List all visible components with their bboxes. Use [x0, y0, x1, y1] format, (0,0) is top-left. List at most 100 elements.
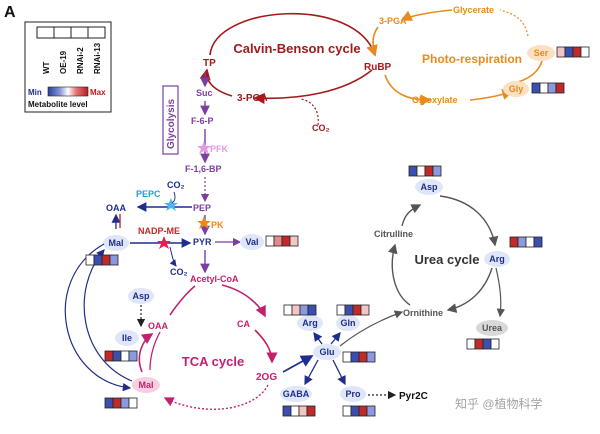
enzyme-pepc: PEPC: [136, 189, 161, 199]
node-urea: [476, 320, 508, 336]
heatmap-cell: [350, 405, 360, 417]
metabolite-oaa: OAA: [106, 203, 127, 213]
heatmap-cell: [358, 351, 368, 363]
pfk-star-icon: [197, 141, 211, 154]
heatmap-cell: [336, 304, 346, 316]
metabolite-citrulline: Citrulline: [374, 229, 413, 239]
heatmap-mal-tca: [104, 397, 138, 409]
node-mal-tca: [132, 377, 160, 393]
node-arg-glu: [297, 315, 323, 331]
heatmap-cell: [281, 235, 291, 247]
heatmap-cell: [298, 405, 308, 417]
heatmap-cell: [109, 254, 119, 266]
nadp-me-star-icon: [157, 236, 171, 249]
heatmap-cell: [104, 350, 114, 362]
photorespiration-label: Photo-respiration: [422, 52, 522, 66]
heatmap-gaba: [282, 405, 316, 417]
heatmap-cell: [306, 405, 316, 417]
heatmap-cell: [360, 304, 370, 316]
metabolite-glu: Glu: [320, 347, 335, 357]
metabolite-mal: Mal: [108, 238, 123, 248]
metabolite-acetyl-coa: Acetyl-CoA: [190, 274, 239, 284]
node-mal: [103, 235, 129, 251]
urea-cycle: Urea cycle Asp Citrulline Arg Ornithine …: [374, 179, 510, 336]
metabolite-3pga-calvin: 3-PGA: [237, 93, 268, 104]
legend-col-oe19: OE-19: [59, 50, 68, 74]
heatmap-urea: [466, 338, 500, 350]
pepc-star-icon: [164, 198, 178, 211]
heatmap-cell: [350, 351, 360, 363]
heatmap-cell: [533, 236, 543, 248]
node-gln: [336, 315, 360, 331]
metabolite-glyoxylate: Glyoxylate: [412, 95, 458, 105]
node-gaba: [280, 386, 312, 402]
c4-shuttle: PEPC CO₂ OAA Mal NADP-ME CO₂: [64, 180, 192, 392]
metabolite-ser: Ser: [534, 48, 549, 58]
metabolite-co2-calvin: CO₂: [312, 123, 330, 133]
heatmap-glu: [342, 351, 376, 363]
enzyme-pk: PK: [211, 220, 224, 230]
heatmap-gly: [531, 82, 565, 94]
node-asp-urea: [415, 179, 443, 195]
node-val: [240, 234, 264, 250]
calvin-cycle: Calvin-Benson cycle TP RuBP 3-PGA CO₂: [199, 12, 392, 133]
heatmap-cell: [93, 254, 103, 266]
heatmap-cell: [572, 46, 582, 58]
heatmap-cell: [564, 46, 574, 58]
heatmap-cell: [509, 236, 519, 248]
legend-grid: [36, 26, 106, 39]
metabolite-f16bp: F-1,6-BP: [185, 164, 222, 174]
heatmap-ile: [104, 350, 138, 362]
glycolysis: Glycolysis Suc F-6-P PFK F-1,6-BP PEP PK…: [162, 72, 264, 284]
heatmap-cell: [408, 165, 418, 177]
metabolite-rubp: RuBP: [364, 62, 392, 73]
heatmap-cell: [580, 46, 590, 58]
node-asp-tca: [128, 288, 154, 304]
heatmap-cell: [273, 235, 283, 247]
heatmap-cell: [517, 236, 527, 248]
metabolite-glycerate: Glycerate: [453, 5, 494, 15]
pk-star-icon: [197, 216, 211, 229]
metabolite-3pga-photo: 3-PGA: [379, 16, 407, 26]
metabolite-arg-urea: Arg: [489, 254, 505, 264]
heatmap-cell: [358, 405, 368, 417]
metabolite-suc: Suc: [196, 88, 213, 98]
node-arg-urea: [484, 251, 510, 267]
metabolite-urea: Urea: [482, 323, 503, 333]
tca-cycle-label: TCA cycle: [182, 354, 244, 369]
metabolite-mal-tca: Mal: [138, 380, 153, 390]
heatmap-cell: [290, 405, 300, 417]
legend-title: Metabolite level: [28, 100, 88, 109]
heatmap-cell: [344, 304, 354, 316]
heatmap-cell: [101, 254, 111, 266]
heatmap-cell: [291, 304, 301, 316]
enzyme-nadp-me: NADP-ME: [138, 226, 180, 236]
metabolite-pyr2c: Pyr2C: [399, 391, 428, 402]
node-gly: [503, 81, 529, 97]
heatmap-cell: [547, 82, 557, 94]
legend-min: Min: [28, 88, 42, 97]
tca-cycle: TCA cycle CA 2OG OAA Mal Asp Ile: [115, 284, 278, 410]
heatmap-cell: [531, 82, 541, 94]
legend-gradient: [47, 86, 89, 97]
heatmap-cell: [282, 405, 292, 417]
metabolite-arg-glu: Arg: [302, 318, 318, 328]
heatmap-cell: [366, 351, 376, 363]
heatmap-arg-urea: [509, 236, 543, 248]
metabolite-f6p: F-6-P: [191, 116, 214, 126]
panel-label: A: [4, 4, 16, 21]
legend: WT OE-19 RNAi-2 RNAi-13 Min Max Metaboli…: [24, 21, 112, 113]
heatmap-cell: [120, 350, 130, 362]
heatmap-mal: [85, 254, 119, 266]
heatmap-cell: [352, 304, 362, 316]
photorespiration: Photo-respiration 3-PGA Glycerate Ser Gl…: [366, 5, 555, 106]
heatmap-cell: [112, 397, 122, 409]
glycolysis-label: Glycolysis: [166, 99, 177, 149]
metabolite-pep: PEP: [193, 203, 211, 213]
heatmap-cell: [432, 165, 442, 177]
metabolite-val: Val: [245, 237, 258, 247]
heatmap-cell: [555, 82, 565, 94]
metabolite-pro: Pro: [345, 389, 361, 399]
legend-col-rnai2: RNAi-2: [76, 47, 85, 74]
